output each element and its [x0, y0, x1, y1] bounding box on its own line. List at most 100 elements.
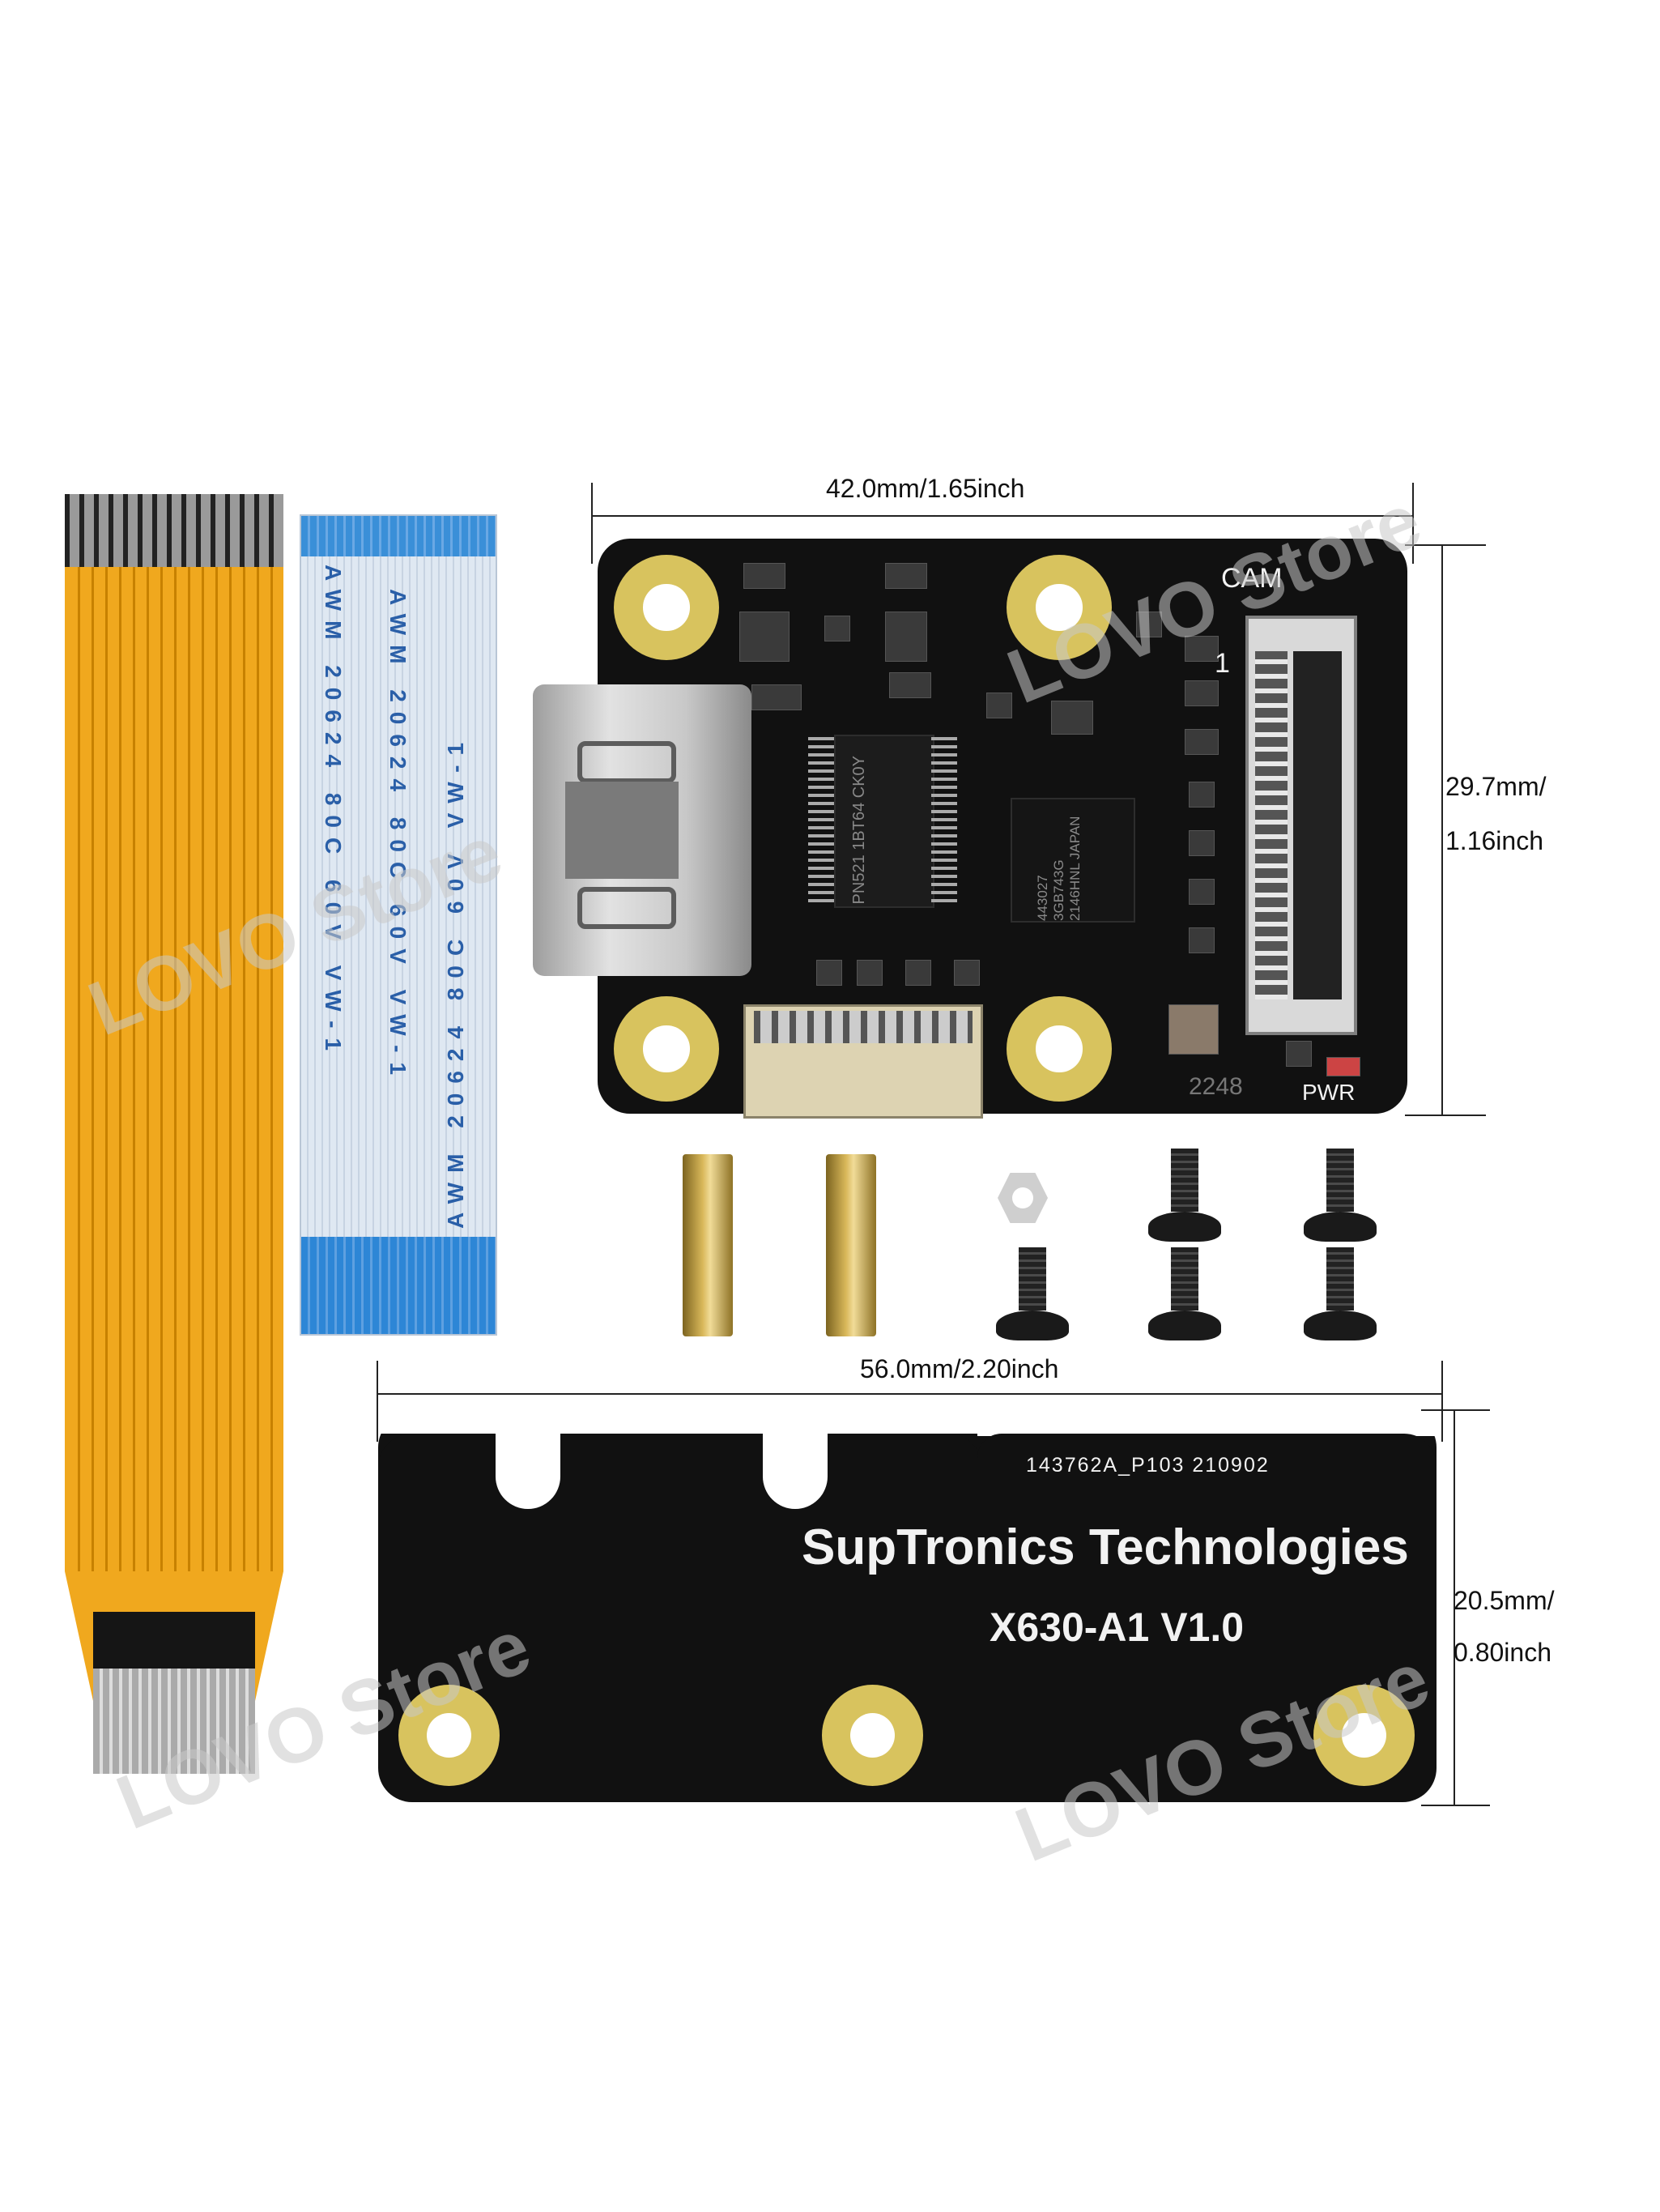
mount-hole-bottom-left: [614, 996, 719, 1102]
screw-shaft: [1326, 1149, 1354, 1212]
ribbon-print-1: AWM 20624 80C 60V VW-1: [321, 565, 346, 1061]
smd-part: [1185, 636, 1219, 662]
bottom-width-label: 56.0mm/2.20inch: [860, 1354, 1059, 1383]
cam-label: CAM: [1221, 563, 1283, 594]
bottom-width-line: [377, 1393, 1443, 1395]
smd-part: [1189, 830, 1215, 856]
date-code: 2248: [1189, 1073, 1243, 1100]
screw: [1148, 1149, 1221, 1242]
ribbon-print-2: AWM 20624 80C 60V VW-1: [385, 589, 411, 1085]
top-height-top-tick: [1405, 544, 1486, 546]
pwr-led: [1326, 1057, 1360, 1076]
flex-bottom-contacts: [93, 1669, 255, 1774]
smd-part: [1051, 701, 1093, 735]
screw-shaft: [1326, 1247, 1354, 1311]
pcb-tab-far-right: [977, 1434, 1437, 1482]
bottom-height-line: [1454, 1409, 1455, 1806]
screw-shaft: [1171, 1149, 1198, 1212]
smd-part: [1185, 729, 1219, 755]
ribbon-top-stiffener: [301, 516, 496, 556]
pcb-tab-left: [560, 1434, 763, 1482]
hex-nut-hole: [1012, 1187, 1033, 1208]
flex-stiffener: [93, 1612, 255, 1669]
slot-left: [496, 1412, 560, 1509]
bottom-height-bottom-tick: [1421, 1805, 1490, 1806]
screw: [1304, 1247, 1377, 1340]
smd-part: [1286, 1041, 1312, 1067]
pcb-left-top: [378, 1434, 496, 1482]
smd-part: [743, 563, 785, 589]
mount-hole-bottom-2: [822, 1685, 923, 1786]
smd-part: [905, 960, 931, 986]
pwr-label: PWR: [1302, 1080, 1356, 1105]
flex-traces: [70, 567, 279, 1571]
screw-head: [996, 1311, 1069, 1340]
brass-standoff: [683, 1154, 733, 1336]
notch-right-step: [977, 1412, 1439, 1436]
pcb-tab-right: [828, 1434, 981, 1482]
top-height-line: [1441, 544, 1443, 1116]
model-number: X630-A1 V1.0: [990, 1605, 1245, 1650]
chip2-marking: 443027 3GB743G 2146HNL JAPAN: [1035, 816, 1083, 921]
orange-flex-cable: [65, 494, 283, 1774]
bottom-height-label-mm: 20.5mm/: [1454, 1586, 1555, 1615]
screw: [1304, 1149, 1377, 1242]
smd-part: [889, 672, 931, 698]
smd-part: [816, 960, 842, 986]
smd-part: [954, 960, 980, 986]
smd-part: [824, 616, 850, 641]
top-width-label: 42.0mm/1.65inch: [826, 474, 1025, 503]
hdmi-bridge-chip: PN521 1BT64 CK0Y: [834, 735, 934, 908]
white-ribbon-cable: AWM 20624 80C 60V VW-1 AWM 20624 80C 60V…: [300, 514, 497, 1336]
hdmi-cavity: [565, 782, 679, 879]
mount-hole-bottom-3: [1313, 1685, 1415, 1786]
bottom-height-label-inch: 0.80inch: [1454, 1638, 1551, 1667]
bottom-width-left-tick: [377, 1361, 378, 1442]
smd-part: [1189, 782, 1215, 808]
mount-hole-top-left: [614, 555, 719, 660]
smd-part: [857, 960, 883, 986]
screw-head: [1304, 1311, 1377, 1340]
part-code: 143762A_P103 210902: [1026, 1454, 1270, 1477]
top-width-left-tick: [591, 483, 593, 564]
bottom-pcb: 143762A_P103 210902 SupTronics Technolog…: [378, 1412, 1439, 1802]
smd-part: [1189, 879, 1215, 905]
mini-hdmi-connector: [533, 684, 751, 976]
csi-connector-slot: [1293, 651, 1342, 999]
bottom-width-right-tick: [1441, 1361, 1443, 1442]
smd-part: [1189, 927, 1215, 953]
screw-head: [1148, 1311, 1221, 1340]
chip1-pins-right: [931, 737, 957, 902]
top-mid2-white: [828, 1412, 977, 1434]
flex-top-contacts: [65, 494, 283, 567]
screw: [1148, 1247, 1221, 1340]
ribbon-bottom-stiffener: [301, 1237, 496, 1334]
mount-hole-bottom-right: [1007, 996, 1112, 1102]
top-pcb: PN521 1BT64 CK0Y 443027 3GB743G 2146HNL …: [533, 539, 1407, 1119]
screw-head: [1304, 1212, 1377, 1242]
top-width-right-tick: [1412, 483, 1414, 564]
smd-part: [739, 612, 790, 662]
screw-shaft: [1171, 1247, 1198, 1311]
top-left-white: [378, 1412, 496, 1434]
mount-hole-top-right: [1007, 555, 1112, 660]
mount-hole-bottom-1: [398, 1685, 500, 1786]
smd-part: [1136, 612, 1162, 637]
hex-nut: [998, 1173, 1048, 1223]
csi-connector-22pin: [1245, 616, 1357, 1035]
smd-part: [885, 612, 927, 662]
top-height-bottom-tick: [1405, 1115, 1486, 1116]
brass-standoff: [826, 1154, 876, 1336]
crystal: [1168, 1004, 1219, 1055]
screw-shaft: [1019, 1247, 1046, 1311]
csi-connector-pins: [1255, 651, 1288, 999]
top-width-line: [591, 515, 1413, 517]
smd-part: [885, 563, 927, 589]
smd-part: [986, 693, 1012, 718]
hdmi-slot-lower: [577, 887, 676, 929]
screw: [996, 1247, 1069, 1340]
slot-right: [763, 1412, 828, 1509]
brand-name: SupTronics Technologies: [802, 1519, 1409, 1575]
hdmi-slot-upper: [577, 741, 676, 783]
screw-head: [1148, 1212, 1221, 1242]
